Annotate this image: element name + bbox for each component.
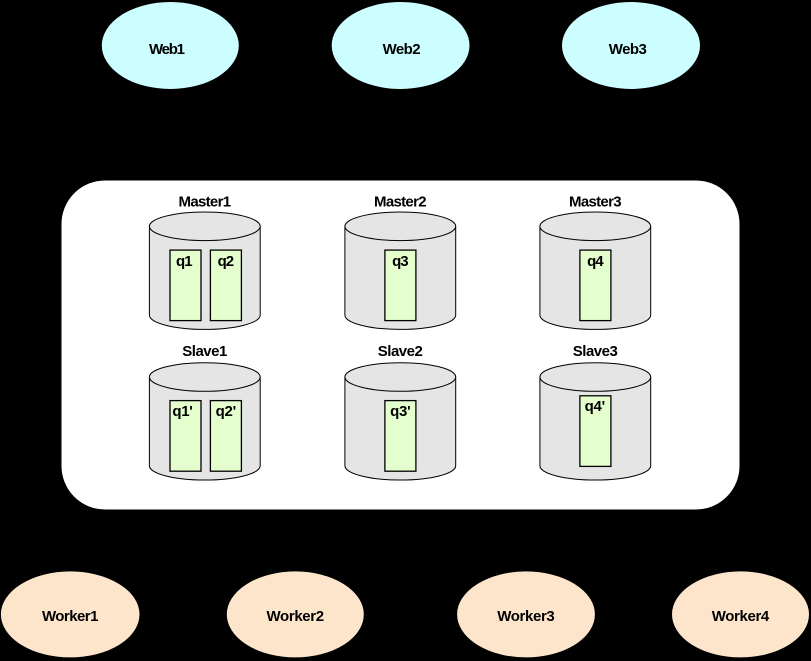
svg-text:q1': q1' <box>172 403 193 420</box>
svg-text:Master3: Master3 <box>569 193 622 210</box>
svg-text:q2: q2 <box>218 253 235 270</box>
svg-text:Slave2: Slave2 <box>378 343 423 360</box>
svg-text:Worker2: Worker2 <box>267 608 325 625</box>
svg-text:Slave3: Slave3 <box>573 343 618 360</box>
svg-text:Slave1: Slave1 <box>182 343 227 360</box>
svg-text:q1: q1 <box>176 253 193 270</box>
svg-text:Web1: Web1 <box>149 41 185 58</box>
svg-text:q4': q4' <box>585 398 606 415</box>
svg-text:Worker3: Worker3 <box>497 608 555 625</box>
svg-text:Web2: Web2 <box>383 41 421 58</box>
svg-text:q4: q4 <box>587 253 604 270</box>
svg-text:Worker1: Worker1 <box>42 608 99 625</box>
svg-text:q3: q3 <box>392 253 409 270</box>
svg-text:Worker4: Worker4 <box>712 608 770 625</box>
svg-text:Master2: Master2 <box>374 193 427 210</box>
svg-text:q2': q2' <box>216 403 237 420</box>
svg-text:Web3: Web3 <box>609 41 647 58</box>
svg-text:q3': q3' <box>390 403 411 420</box>
svg-text:Master1: Master1 <box>179 193 232 210</box>
